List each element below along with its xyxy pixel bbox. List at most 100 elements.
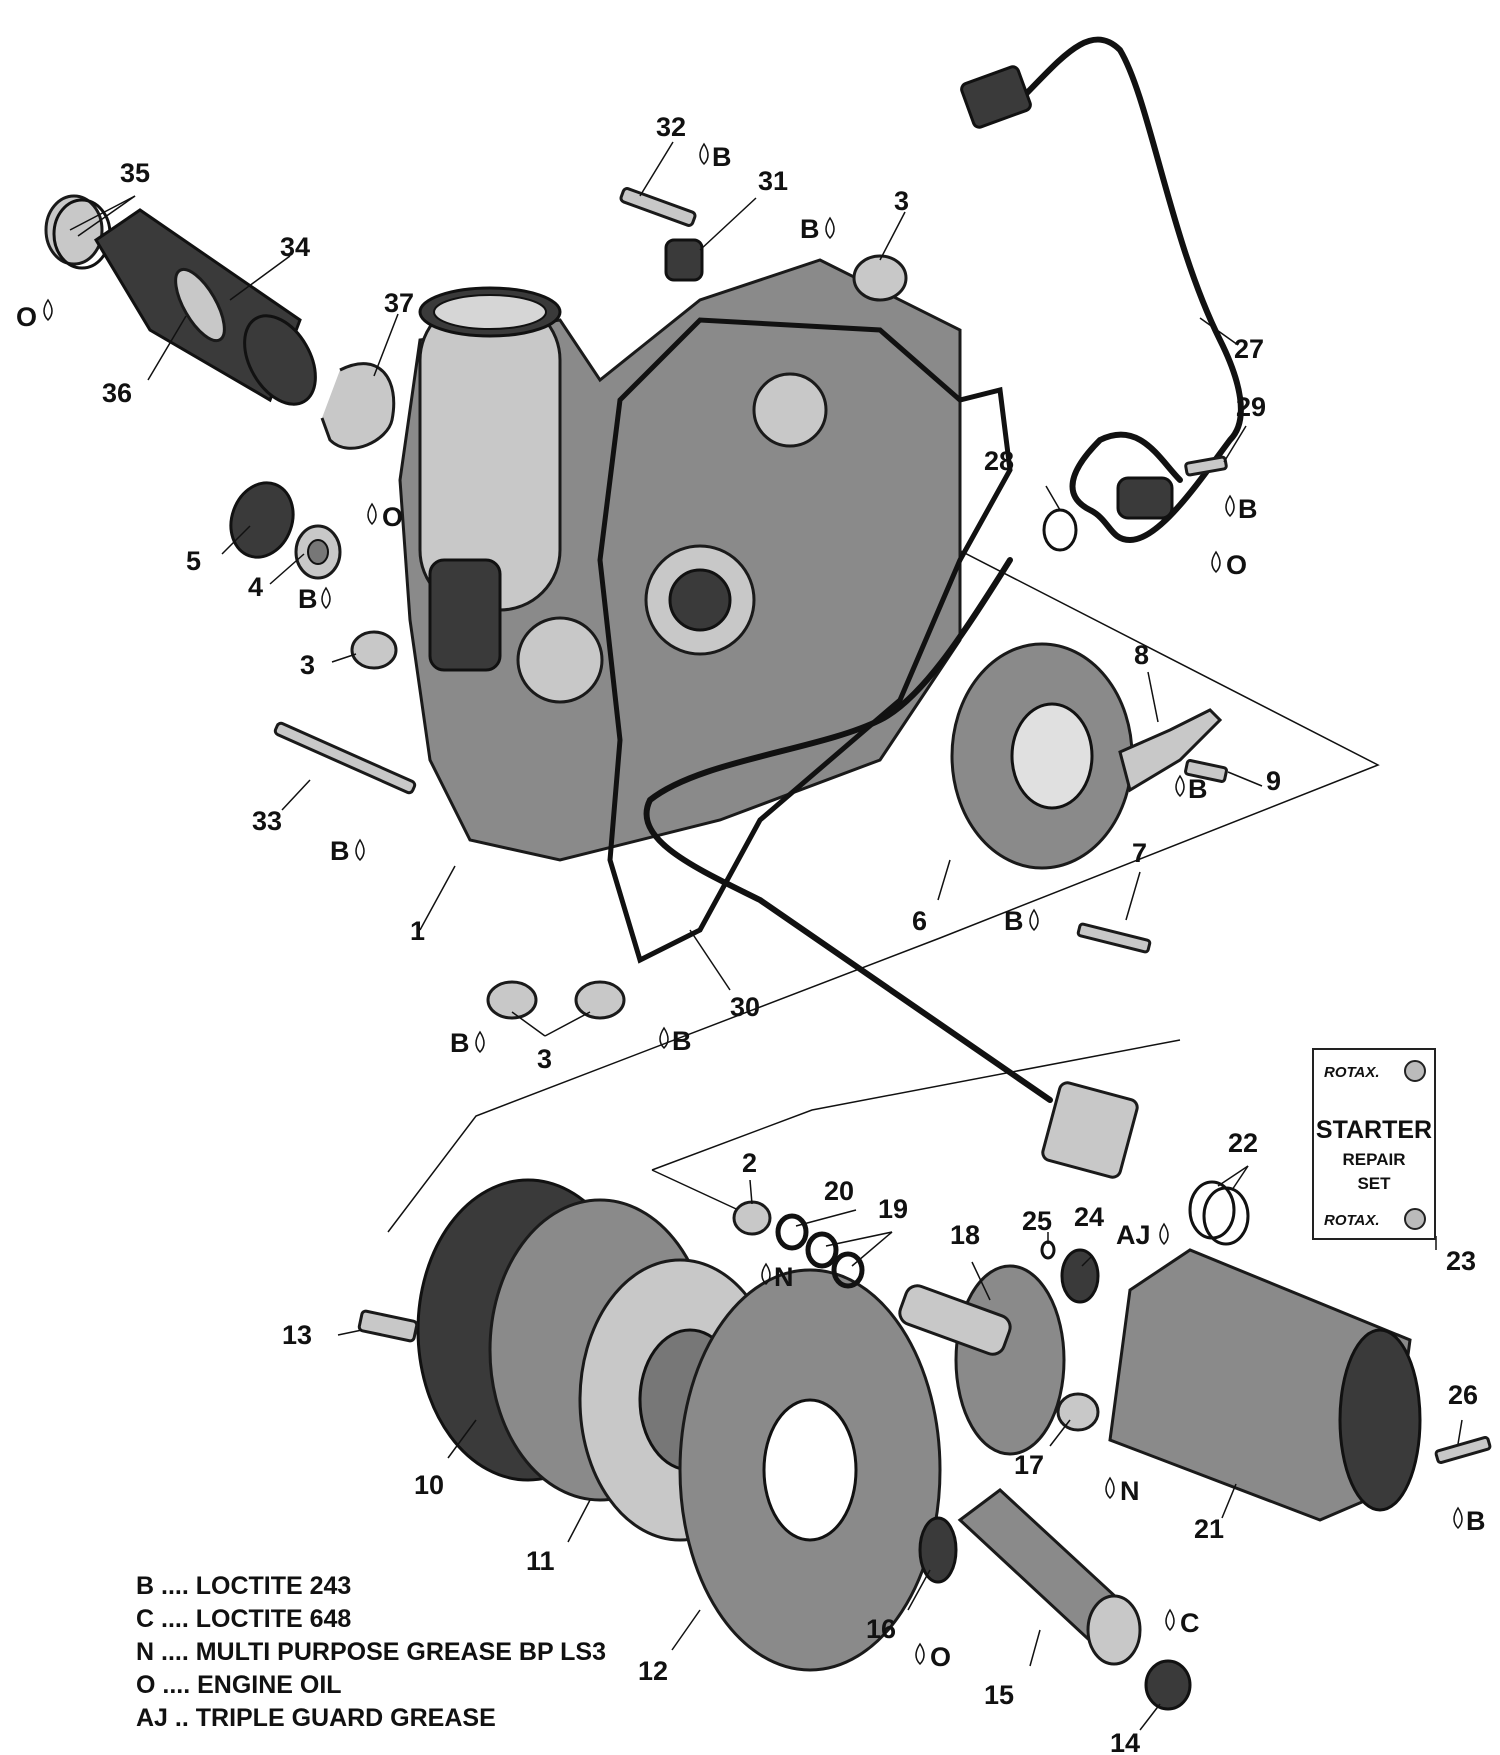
marker-33-b: B (330, 836, 365, 866)
speed-sensor-harness (960, 36, 1244, 544)
stator-screw (1076, 922, 1152, 954)
svg-text:N: N (1120, 1476, 1140, 1506)
callout-35: 35 (120, 158, 150, 188)
callout-26: 26 (1448, 1380, 1478, 1410)
marker-9-b: B (1175, 774, 1208, 804)
marker-16-o: O (915, 1642, 951, 1672)
marker-32-b: B (699, 142, 732, 172)
callout-23: 23 (1446, 1246, 1476, 1276)
svg-text:O: O (382, 502, 403, 532)
stator-harness (643, 557, 1139, 1179)
marker-27-o: O (1211, 550, 1247, 580)
drop-icon (659, 1026, 669, 1050)
kit-subtitle-1: REPAIR (1342, 1150, 1406, 1169)
svg-text:C: C (1180, 1608, 1200, 1638)
callout-19: 19 (878, 1194, 908, 1224)
legend-item-o: O .... ENGINE OIL (136, 1671, 342, 1699)
flange-bolt (357, 1309, 419, 1343)
oil-seal (229, 481, 295, 559)
lubricant-markers: O B B O B B O B B B B B N AJ N B O C (16, 142, 1486, 1672)
callout-33: 33 (252, 806, 282, 836)
group-outline-stator (387, 445, 1380, 1233)
callout-10: 10 (414, 1470, 444, 1500)
callout-21: 21 (1194, 1514, 1224, 1544)
drop-icon (1225, 494, 1235, 518)
svg-text:B: B (1188, 774, 1208, 804)
svg-text:B: B (1466, 1506, 1486, 1536)
callout-5: 5 (186, 546, 201, 576)
drop-icon (355, 838, 365, 862)
svg-text:B: B (330, 836, 350, 866)
stator (950, 642, 1134, 870)
plug-top (852, 254, 908, 302)
callout-30: 30 (730, 992, 760, 1022)
svg-text:AJ: AJ (1116, 1220, 1151, 1250)
callout-22: 22 (1228, 1128, 1258, 1158)
kit-title: STARTER (1315, 1116, 1433, 1144)
drop-icon (367, 502, 377, 526)
plug-lower-right (574, 980, 626, 1020)
callout-27: 27 (1234, 334, 1264, 364)
leader-lines (69, 141, 1463, 1731)
starter-pinion (1060, 1248, 1100, 1304)
callout-15: 15 (984, 1680, 1014, 1710)
svg-text:B: B (712, 142, 732, 172)
drop-icon (1165, 1608, 1175, 1632)
screw-29 (1184, 455, 1228, 477)
drop-icon (43, 298, 53, 322)
legend-item-aj: AJ .. TRIPLE GUARD GREASE (136, 1704, 496, 1732)
harness-bracket (1118, 708, 1223, 793)
callout-1: 1 (410, 916, 425, 946)
svg-text:O: O (1226, 550, 1247, 580)
callout-36: 36 (102, 378, 132, 408)
cable-clamp (664, 238, 704, 282)
callout-28: 28 (984, 446, 1014, 476)
callout-13: 13 (282, 1320, 312, 1350)
ring-gear (678, 1268, 942, 1672)
svg-text:B: B (450, 1028, 470, 1058)
brand-label-top: ROTAX. (1324, 1064, 1380, 1081)
drop-icon (915, 1642, 925, 1666)
callout-16: 16 (866, 1614, 896, 1644)
marker-3a-b: B (450, 1028, 485, 1058)
bearing-2 (732, 1200, 772, 1236)
callout-32: 32 (656, 112, 686, 142)
callout-37: 37 (384, 288, 414, 318)
drop-icon (825, 216, 835, 240)
callout-17: 17 (1014, 1450, 1044, 1480)
callout-7: 7 (1132, 838, 1147, 868)
callout-3-bottom: 3 (537, 1044, 552, 1074)
callout-2: 2 (742, 1148, 757, 1178)
callout-8: 8 (1134, 640, 1149, 670)
svg-text:B: B (672, 1026, 692, 1056)
callout-34: 34 (280, 232, 310, 262)
needle-bearing (1056, 1392, 1100, 1432)
starter-motor (1108, 1248, 1422, 1522)
seal-ring (294, 524, 342, 580)
callout-3-top: 3 (894, 186, 909, 216)
long-bolt (273, 721, 417, 795)
bracket-screw (1184, 759, 1228, 783)
callout-24: 24 (1074, 1202, 1104, 1232)
svg-text:B: B (1004, 906, 1024, 936)
callout-3-middle: 3 (300, 650, 315, 680)
svg-text:B: B (298, 584, 318, 614)
callout-25: 25 (1022, 1206, 1052, 1236)
legend-item-b: B .... LOCTITE 243 (136, 1572, 352, 1600)
svg-text:N: N (774, 1262, 794, 1292)
drop-icon (1105, 1476, 1115, 1500)
kit-subtitle-2: SET (1357, 1174, 1391, 1193)
drop-icon (699, 142, 709, 166)
marker-26-b: B (1453, 1506, 1486, 1536)
washers (775, 1213, 865, 1289)
starter-o-rings (1188, 1180, 1250, 1246)
brand-logo-icon (1404, 1208, 1426, 1230)
marker-15-c: C (1165, 1608, 1200, 1638)
plug-lower-left (486, 980, 538, 1020)
callout-14: 14 (1110, 1728, 1140, 1755)
bendix-drive (957, 1488, 1142, 1666)
callout-6: 6 (912, 906, 927, 936)
brand-logo-icon (1404, 1060, 1426, 1082)
callout-labels: 1 2 3 3 3 4 5 6 7 8 9 10 11 12 13 14 15 … (102, 112, 1478, 1755)
